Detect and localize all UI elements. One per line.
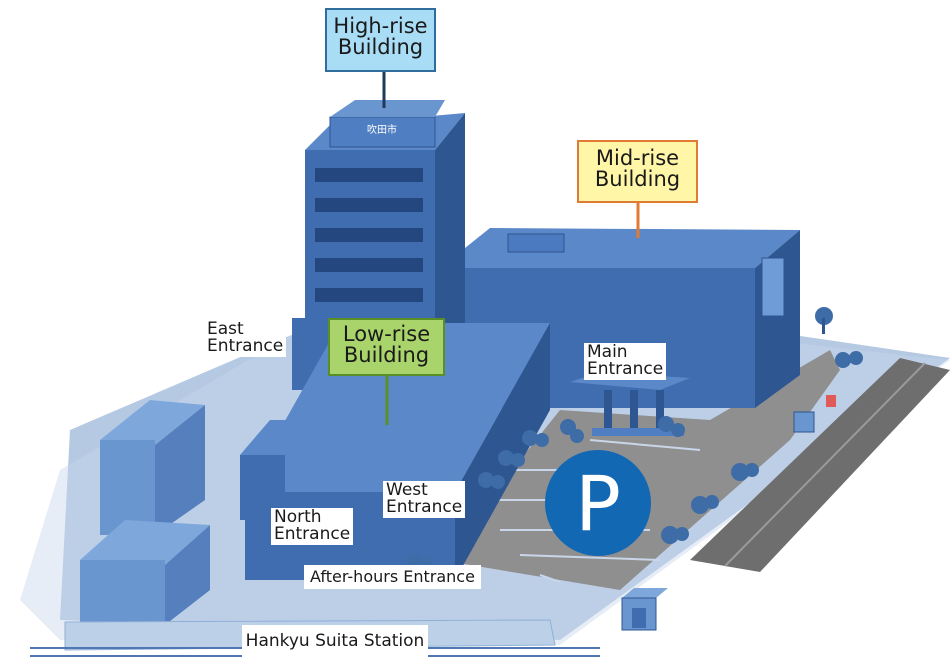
building-sign: 吹田市: [367, 125, 397, 136]
tree-icon: [815, 307, 833, 334]
label-line: Building: [594, 167, 681, 192]
mid-rise-building-label[interactable]: Mid-rise Building: [577, 140, 698, 203]
east-entrance-label[interactable]: East Entrance: [204, 319, 287, 357]
low-rise-building-label[interactable]: Low-rise Building: [328, 318, 445, 376]
kiosk-bottom-door: [632, 608, 646, 628]
tree-icon: [478, 472, 505, 489]
label-line: West: [386, 480, 428, 500]
tree-icon: [498, 450, 525, 467]
trees: [407, 307, 863, 568]
label-line: East: [207, 319, 244, 339]
road: [690, 358, 950, 572]
red-marker: [826, 395, 836, 407]
kiosk-right: [793, 411, 815, 433]
tree-icon: [522, 430, 549, 447]
north-annex-top: [240, 420, 330, 455]
parking-icon[interactable]: P: [545, 450, 651, 556]
after-hours-entrance-label[interactable]: After-hours Entrance: [304, 565, 481, 590]
label-line: Entrance: [274, 524, 351, 545]
main-entrance-step: [592, 428, 684, 436]
tree-icon: [560, 419, 584, 443]
block-left-2-top: [80, 520, 210, 565]
block-left-2-side: [165, 525, 210, 625]
high-rise-sign-top: [330, 100, 445, 117]
tree-icon: [658, 416, 685, 437]
low-rise-top: [245, 323, 550, 492]
high-rise-window-strips: [315, 168, 423, 302]
west-entrance-label[interactable]: West Entrance: [383, 480, 466, 518]
mid-rise-top: [440, 228, 800, 268]
block-left-1-front: [100, 440, 155, 535]
road-edge: [724, 362, 926, 567]
block-left-2-front: [80, 560, 165, 625]
label-line: Entrance: [587, 359, 664, 380]
block-left-1-side: [155, 405, 205, 535]
high-rise-sign-box: [329, 116, 436, 148]
label-line: North: [274, 507, 322, 527]
label-line: Entrance: [386, 497, 463, 518]
mid-rise-side-window: [761, 257, 785, 317]
mid-rise-roof-unit: [507, 233, 565, 253]
label-line: Low-rise: [342, 322, 431, 346]
tree-icon: [661, 526, 689, 544]
tree-icon: [691, 495, 719, 514]
tree-icon: [731, 463, 759, 481]
label-line: Building: [337, 35, 424, 60]
high-rise-building-label[interactable]: High-rise Building: [325, 8, 436, 72]
main-entrance-label[interactable]: Main Entrance: [584, 342, 667, 380]
station-label[interactable]: Hankyu Suita Station: [242, 625, 428, 657]
tree-icon: [835, 351, 863, 368]
label-line: Building: [343, 343, 430, 368]
label-line: High-rise: [333, 14, 428, 38]
main-entrance-pillars: [604, 390, 664, 428]
kiosk-bottom-top: [622, 588, 668, 598]
east-entrance-canopy: [292, 318, 308, 390]
label-line: Main: [587, 342, 628, 362]
label-line: Entrance: [207, 336, 284, 357]
block-left-1-top: [100, 400, 205, 445]
label-line: Mid-rise: [595, 146, 680, 170]
north-entrance-label[interactable]: North Entrance: [271, 507, 354, 545]
